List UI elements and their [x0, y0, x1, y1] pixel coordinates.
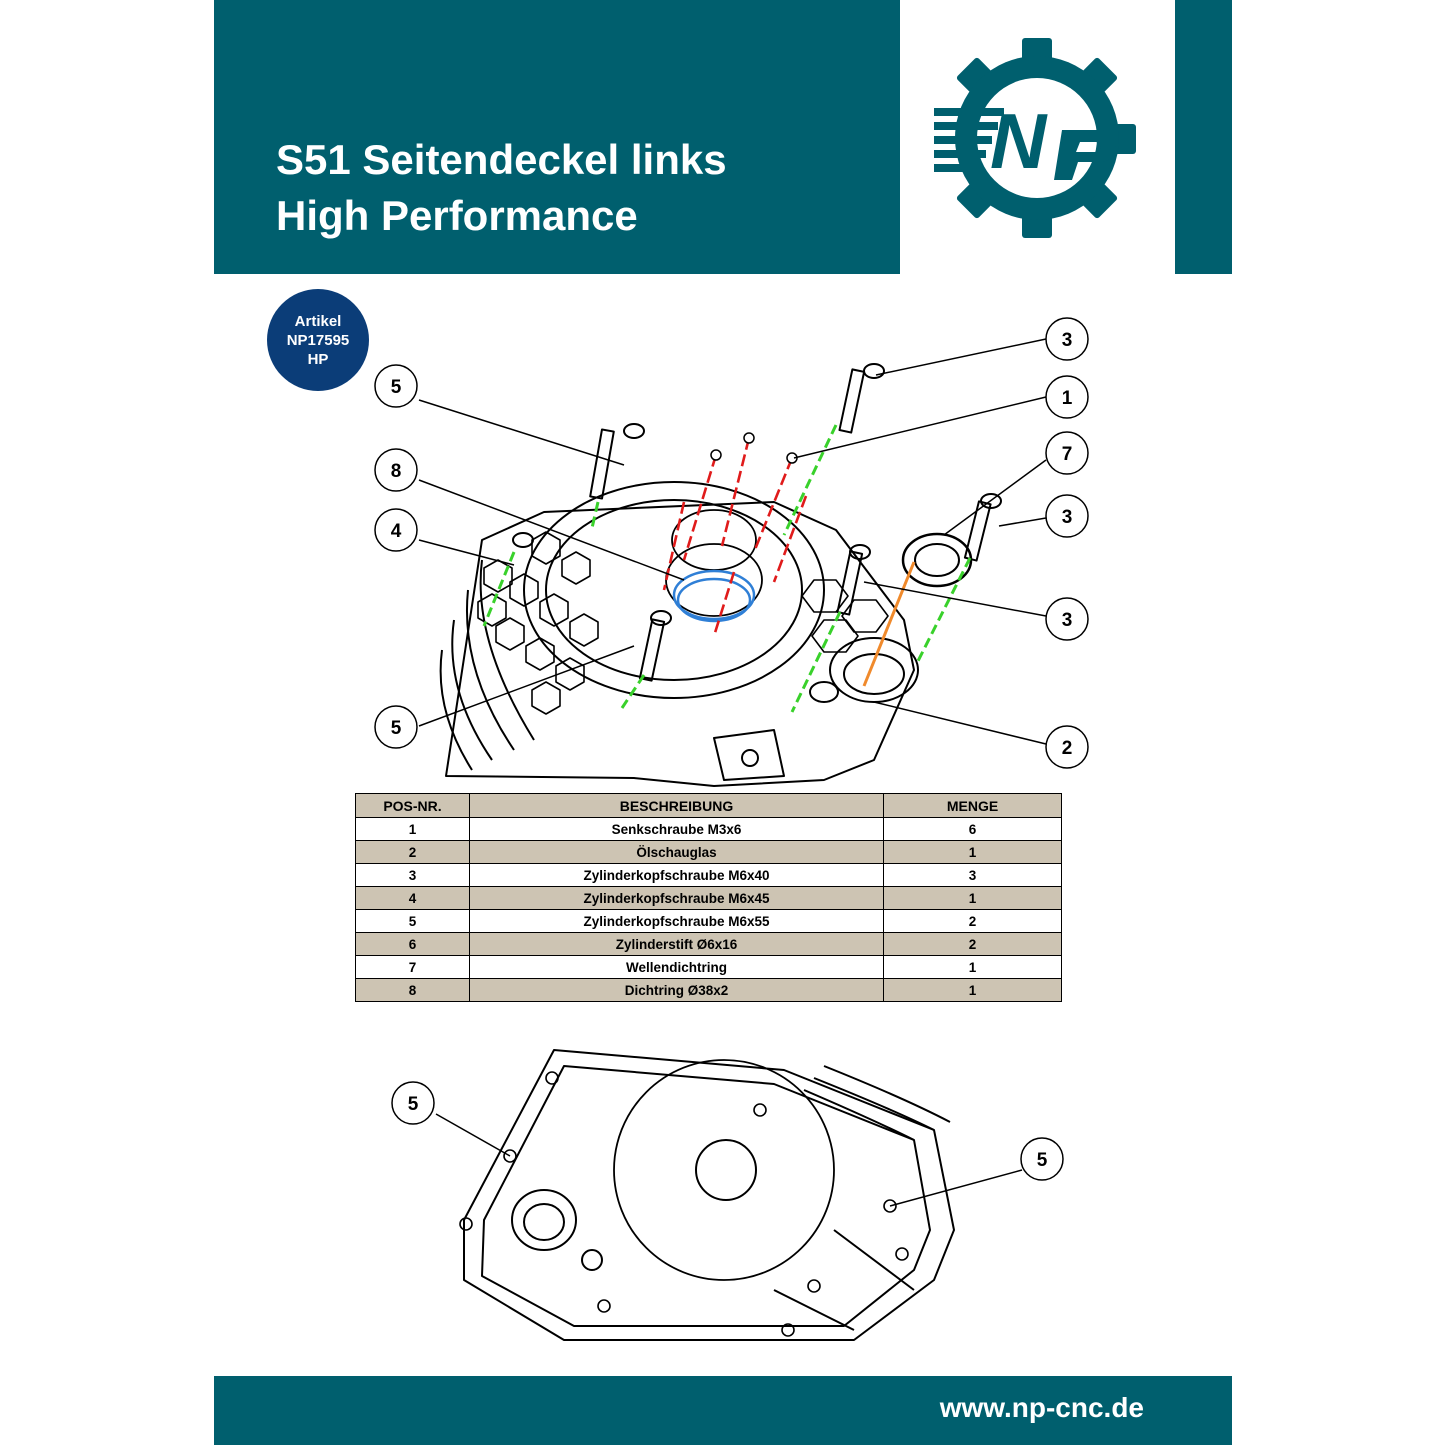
callout-3-low-text: 3: [1062, 610, 1073, 631]
col-header-pos: POS-NR.: [355, 793, 470, 818]
cell-desc: Dichtring Ø38x2: [469, 978, 884, 1002]
callout-8: 8: [374, 448, 418, 492]
callout-3-mid: 3: [1045, 494, 1089, 538]
housing-outline: [445, 501, 915, 787]
cell-pos: 3: [355, 863, 470, 887]
callout-4: 4: [374, 508, 418, 552]
callout-4-text: 4: [391, 521, 402, 542]
cell-qty: 1: [883, 886, 1062, 910]
callout-5-bottom-left: 5: [391, 1081, 435, 1125]
callout-3-mid-text: 3: [1062, 507, 1073, 528]
cell-pos: 5: [355, 909, 470, 933]
svg-text:N: N: [990, 97, 1048, 185]
callout-2-text: 2: [1062, 738, 1073, 759]
website-url[interactable]: www.np-cnc.de: [939, 1392, 1144, 1423]
cell-desc: Zylinderkopfschraube M6x40: [469, 863, 884, 887]
callout-5-upper-text: 5: [391, 377, 402, 398]
cell-pos: 6: [355, 932, 470, 956]
badge-line-2: NP17595: [286, 331, 350, 349]
cell-pos: 7: [355, 955, 470, 979]
cell-desc: Wellendichtring: [469, 955, 884, 979]
cell-qty: 2: [883, 909, 1062, 933]
cell-pos: 4: [355, 886, 470, 910]
cell-pos: 1: [355, 817, 470, 841]
col-header-quantity: MENGE: [883, 793, 1062, 818]
col-header-description: BESCHREIBUNG: [469, 793, 884, 818]
cell-desc: Zylinderkopfschraube M6x55: [469, 909, 884, 933]
cell-pos: 2: [355, 840, 470, 864]
callout-5-lower-text: 5: [391, 718, 402, 739]
callout-2: 2: [1045, 725, 1089, 769]
cell-qty: 1: [883, 840, 1062, 864]
cell-qty: 1: [883, 955, 1062, 979]
page-title: S51 Seitendeckel links High Performance: [276, 132, 727, 244]
cell-pos: 8: [355, 978, 470, 1002]
footer-band: www.np-cnc.de: [214, 1376, 1232, 1445]
callout-5-bottom-right: 5: [1020, 1137, 1064, 1181]
callout-7-text: 7: [1062, 444, 1073, 465]
title-line-1: S51 Seitendeckel links: [276, 136, 727, 183]
header-accent-bar: [1175, 0, 1232, 274]
cell-qty: 2: [883, 932, 1062, 956]
cooling-fins: [439, 559, 535, 771]
title-line-2: High Performance: [276, 192, 638, 239]
header-band: [214, 0, 900, 274]
callout-1: 1: [1045, 375, 1089, 419]
exploded-view-diagram: 3 5 1 8 7 4 3 3 5 2: [374, 317, 1089, 787]
cell-desc: Zylinderkopfschraube M6x45: [469, 886, 884, 910]
callout-8-text: 8: [391, 461, 402, 482]
badge-line-3: HP: [307, 350, 329, 368]
callout-3-low: 3: [1045, 597, 1089, 641]
badge-line-1: Artikel: [294, 312, 342, 330]
article-badge: Artikel NP17595 HP: [267, 289, 369, 391]
cell-qty: 6: [883, 817, 1062, 841]
callout-5-lower: 5: [374, 705, 418, 749]
callout-7: 7: [1045, 431, 1089, 475]
cell-desc: Zylinderstift Ø6x16: [469, 932, 884, 956]
callout-3-top-text: 3: [1062, 330, 1073, 351]
np-gear-logo: N: [934, 38, 1136, 238]
callout-1-text: 1: [1062, 388, 1073, 409]
callout-5-bottom-right-text: 5: [1037, 1150, 1048, 1171]
cell-qty: 1: [883, 978, 1062, 1002]
callout-3-top: 3: [1045, 317, 1089, 361]
cover-outline: [463, 1049, 955, 1341]
callout-5-upper: 5: [374, 364, 418, 408]
callout-5-bottom-left-text: 5: [408, 1094, 419, 1115]
cell-desc: Ölschauglas: [469, 840, 884, 864]
cell-desc: Senkschraube M3x6: [469, 817, 884, 841]
rear-view-diagram: 5 5: [391, 1049, 1064, 1341]
cell-qty: 3: [883, 863, 1062, 887]
table-header-row: POS-NR. BESCHREIBUNG MENGE: [355, 793, 1062, 818]
